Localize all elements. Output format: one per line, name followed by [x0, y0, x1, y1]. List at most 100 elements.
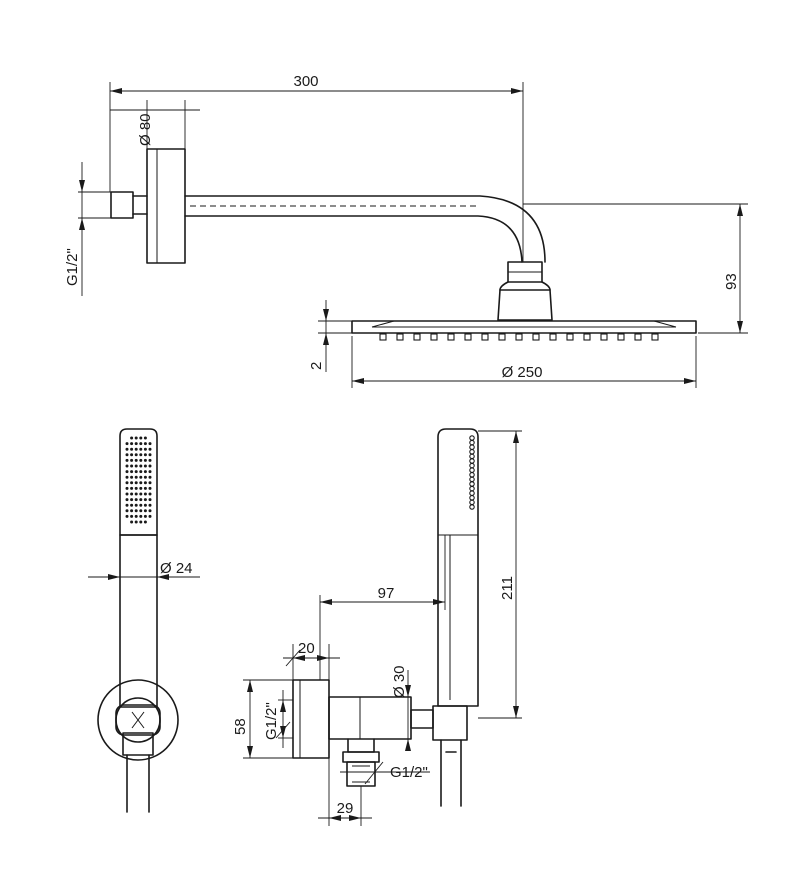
side-nozzle: [469, 453, 475, 460]
spray-dot: [125, 498, 129, 502]
nozzle: [651, 333, 659, 341]
spray-dot: [125, 503, 129, 507]
spray-dot: [134, 464, 138, 468]
side-nozzle: [469, 462, 475, 469]
dim-outlet-diameter: Ø 30: [391, 665, 408, 698]
spray-dot: [139, 464, 143, 468]
shower-arm: [184, 195, 546, 263]
spray-dot: [139, 503, 143, 507]
spray-dot: [134, 475, 138, 479]
spray-dot: [139, 498, 143, 502]
spray-dot: [130, 498, 134, 502]
spray-dot: [134, 458, 138, 462]
dim-outlet-offset: 97: [378, 585, 395, 602]
nozzle: [634, 333, 642, 341]
nozzle: [617, 333, 625, 341]
wall-connector: [110, 191, 134, 219]
spray-dot: [148, 481, 152, 485]
spray-dot: [143, 503, 147, 507]
spray-dot: [134, 503, 138, 507]
nozzle: [413, 333, 421, 341]
nozzle: [498, 333, 506, 341]
spray-dot: [143, 458, 147, 462]
spray-dot: [148, 475, 152, 479]
ball-joint: [497, 289, 553, 321]
nozzle: [447, 333, 455, 341]
spray-dot: [134, 470, 138, 474]
side-nozzle: [469, 476, 475, 483]
nozzle: [566, 333, 574, 341]
side-nozzle: [469, 495, 475, 501]
dim-hose-connector-offset: 29: [337, 800, 354, 817]
spray-dot: [125, 481, 129, 485]
spray-dot: [143, 475, 147, 479]
dim-wall-plate-depth: 20: [298, 640, 315, 657]
wall-plate: [292, 679, 330, 759]
spray-dot: [148, 514, 152, 518]
spray-dot: [130, 470, 134, 474]
spray-dot: [148, 453, 152, 457]
spray-dot: [134, 436, 138, 440]
spray-dot: [143, 453, 147, 457]
side-nozzle: [469, 458, 475, 464]
spray-dot: [143, 520, 147, 524]
dim-drop-height: 93: [723, 273, 740, 290]
spray-dot: [143, 498, 147, 502]
side-nozzle: [469, 504, 475, 510]
spray-dot: [139, 520, 143, 524]
spray-dot: [125, 486, 129, 490]
side-nozzle: [469, 472, 475, 478]
hand-shower-front-view: Ø 24: [88, 428, 200, 813]
side-nozzle: [469, 467, 475, 473]
spray-dot: [130, 436, 134, 440]
spray-dot: [134, 514, 138, 518]
spray-dot: [130, 458, 134, 462]
spray-dot: [125, 453, 129, 457]
spray-dot: [148, 470, 152, 474]
spray-dot: [130, 520, 134, 524]
spray-dot: [148, 509, 152, 513]
spray-dot: [130, 453, 134, 457]
spray-dot: [143, 470, 147, 474]
dim-elbow-thread: G1/2": [263, 702, 280, 740]
spray-dot: [130, 442, 134, 446]
side-nozzles: [469, 435, 475, 510]
nozzle: [532, 333, 540, 341]
side-nozzle: [469, 435, 475, 441]
spray-dot: [143, 442, 147, 446]
hand-shower-side: [437, 428, 479, 707]
spray-dot: [130, 481, 134, 485]
overhead-shower-assembly: 300 Ø 80 G1/2" 93 2 Ø 250: [64, 73, 748, 388]
side-nozzle: [469, 490, 475, 496]
dim-flange-diameter: Ø 80: [137, 113, 154, 146]
hand-shower-handle: [119, 534, 158, 708]
spray-dot: [134, 447, 138, 451]
dim-head-diameter: Ø 250: [502, 364, 543, 381]
nozzle: [515, 333, 523, 341]
spray-dot: [130, 464, 134, 468]
spray-dot: [139, 447, 143, 451]
nozzle: [549, 333, 557, 341]
spray-dot: [139, 486, 143, 490]
spray-dot: [125, 447, 129, 451]
spray-dot: [143, 509, 147, 513]
spray-dot: [139, 509, 143, 513]
nozzle: [396, 333, 404, 341]
spray-dot: [148, 492, 152, 496]
wall-outlet-rosette: [97, 679, 179, 761]
side-nozzle: [469, 439, 475, 446]
spray-dot: [134, 520, 138, 524]
spray-dot: [139, 514, 143, 518]
hand-shower-side-view: 211 97 20 Ø 30 58 G1/2": [232, 428, 522, 826]
spray-dot: [134, 453, 138, 457]
spray-dot: [125, 509, 129, 513]
spray-face-dots: [125, 436, 152, 524]
nozzle: [583, 333, 591, 341]
spray-dot: [134, 486, 138, 490]
spray-dot: [134, 498, 138, 502]
dim-hand-shower-diameter: Ø 24: [160, 560, 193, 577]
spray-dot: [139, 470, 143, 474]
spray-dot: [148, 503, 152, 507]
spray-dot: [148, 458, 152, 462]
